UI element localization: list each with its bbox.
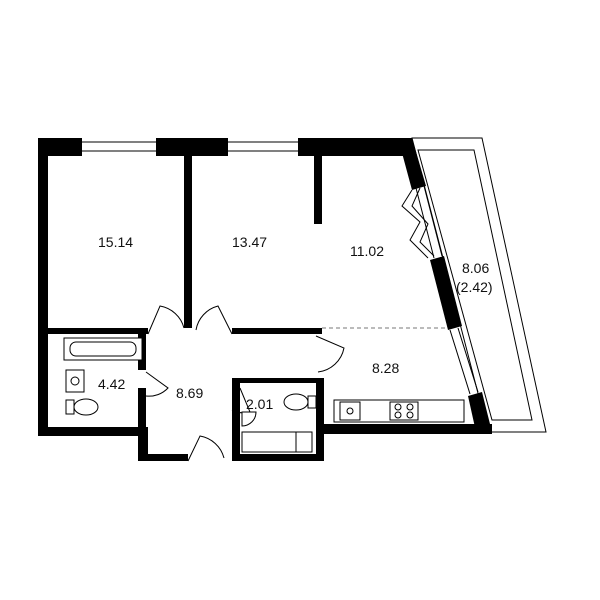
toilet-icon: [65, 398, 99, 416]
sink-icon: [65, 369, 85, 393]
shower-icon: [241, 431, 313, 453]
exterior-walls: [38, 138, 492, 461]
room-area-bathroom: 4.42: [98, 376, 125, 392]
balcony-area: 8.06: [462, 260, 489, 276]
room-area-living-room: 11.02: [350, 243, 384, 259]
corner-sink-icon: [241, 411, 257, 427]
balcony-door: [401, 187, 435, 259]
room-area-hallway: 8.69: [176, 385, 203, 401]
windows: [82, 141, 479, 395]
room-area-bedroom-middle: 13.47: [232, 234, 267, 250]
room-area-kitchen: 8.28: [372, 360, 399, 376]
wc-toilet-icon: [283, 393, 317, 411]
kitchen-sink-icon: [339, 401, 361, 421]
doors: [145, 305, 345, 462]
room-area-wc: 2.01: [246, 396, 273, 412]
room-area-bedroom-left: 15.14: [98, 234, 133, 250]
balcony: [411, 137, 547, 433]
stove-icon: [389, 401, 419, 421]
balcony-reduced-area: (2.42): [456, 279, 493, 295]
bathtub-icon: [63, 337, 143, 361]
